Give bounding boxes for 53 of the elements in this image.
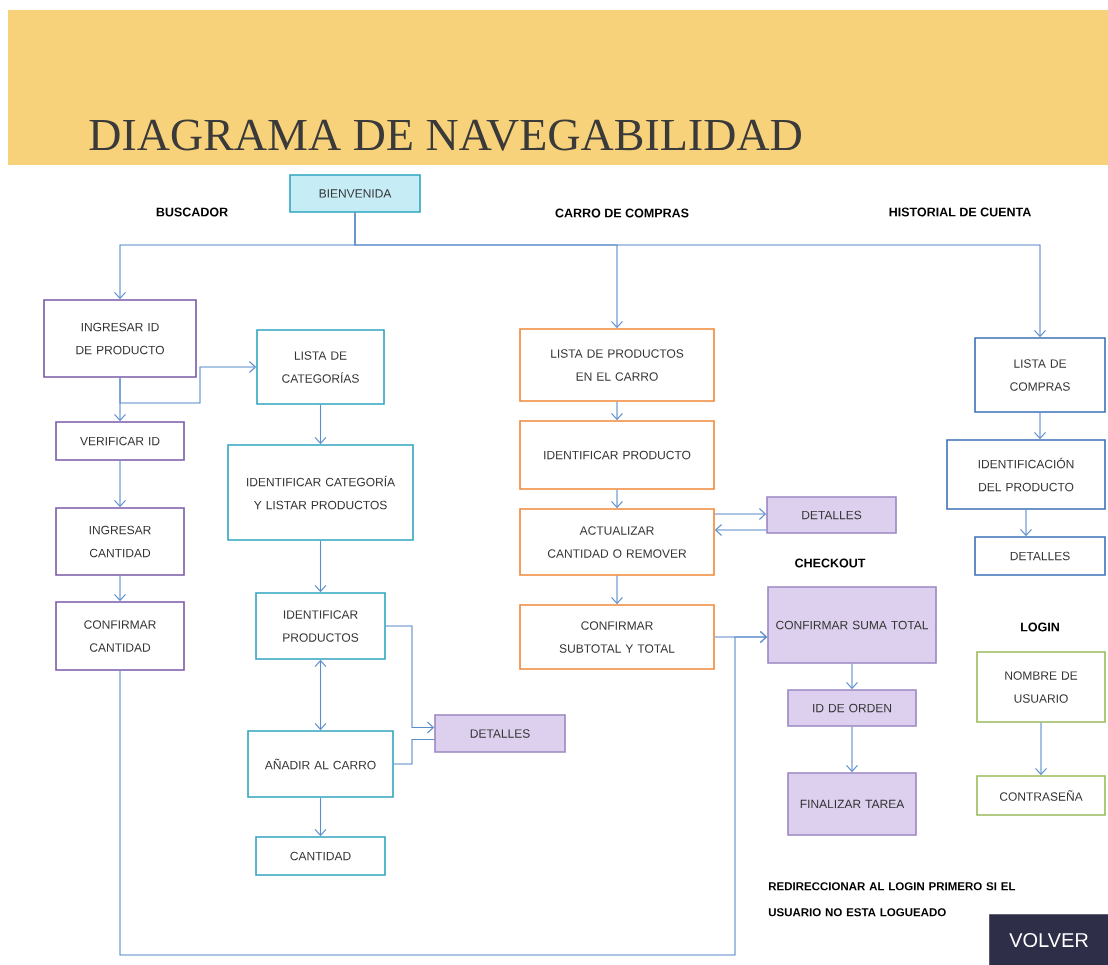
process-box: INGRESAR CANTIDAD (55, 507, 185, 576)
arrow (314, 540, 327, 593)
arrow (1019, 509, 1033, 537)
arrow (314, 659, 327, 731)
process-box: ACTUALIZAR CANTIDAD O REMOVER (519, 508, 715, 576)
arrow (354, 212, 1047, 338)
arrow (314, 404, 327, 445)
arrow (610, 489, 624, 509)
process-box: IDENTIFICAR CATEGORÍA Y LISTAR PRODUCTOS (227, 444, 414, 541)
arrow (714, 507, 767, 521)
process-box: INGRESAR ID DE PRODUCTO (43, 299, 197, 378)
arrow (714, 523, 767, 537)
process-box: NOMBRE DE USUARIO (976, 651, 1106, 723)
process-box: AÑADIR AL CARRO (247, 730, 394, 798)
arrow (610, 401, 624, 421)
arrow (845, 726, 859, 773)
process-box: CONFIRMAR CANTIDAD (55, 601, 185, 671)
section-heading: LOGIN (1021, 622, 1059, 632)
section-heading: CARRO DE COMPRAS (555, 208, 689, 218)
process-box: DETALLES (974, 536, 1106, 576)
arrow (314, 797, 327, 837)
arrow (610, 575, 624, 605)
arrow (385, 625, 435, 734)
process-box: DETALLES (766, 496, 897, 534)
arrow (119, 630, 768, 956)
arrow (113, 460, 127, 508)
connector-line (393, 738, 435, 765)
process-box: IDENTIFICAR PRODUCTOS (255, 592, 386, 660)
process-box: CONFIRMAR SUMA TOTAL (767, 586, 937, 664)
process-box: FINALIZAR TAREA (787, 772, 917, 836)
section-heading: BUSCADOR (156, 207, 228, 217)
process-box: DETALLES (434, 714, 566, 753)
arrow (1033, 412, 1047, 440)
process-box: BIENVENIDA (289, 174, 421, 213)
process-box: ID DE ORDEN (787, 689, 917, 727)
title: DIAGRAMA DE NAVEGABILIDAD (89, 119, 801, 151)
arrow (1034, 722, 1048, 776)
process-box: IDENTIFICAR PRODUCTO (519, 420, 715, 490)
process-box: IDENTIFICACIÓN DEL PRODUCTO (946, 439, 1106, 510)
process-box: LISTA DE CATEGORÍAS (256, 329, 385, 405)
arrow (119, 360, 257, 404)
process-box: CANTIDAD (255, 836, 386, 876)
arrow (113, 575, 127, 602)
section-heading: CHECKOUT (795, 558, 866, 568)
note: REDIRECCIONAR AL LOGIN PRIMERO SI EL USUARIO NO ESTA LOGUEADO (768, 882, 1016, 917)
arrow (845, 663, 859, 690)
process-box: VERIFICAR ID (55, 421, 185, 461)
process-box: CONTRASEÑA (976, 775, 1106, 816)
process-box: CONFIRMAR SUBTOTAL Y TOTAL (519, 604, 715, 670)
process-box: LISTA DE COMPRAS (974, 337, 1106, 413)
back-button: VOLVER (989, 914, 1108, 965)
section-heading: HISTORIAL DE CUENTA (889, 207, 1031, 217)
process-box: LISTA DE PRODUCTOS EN EL CARRO (519, 328, 715, 402)
